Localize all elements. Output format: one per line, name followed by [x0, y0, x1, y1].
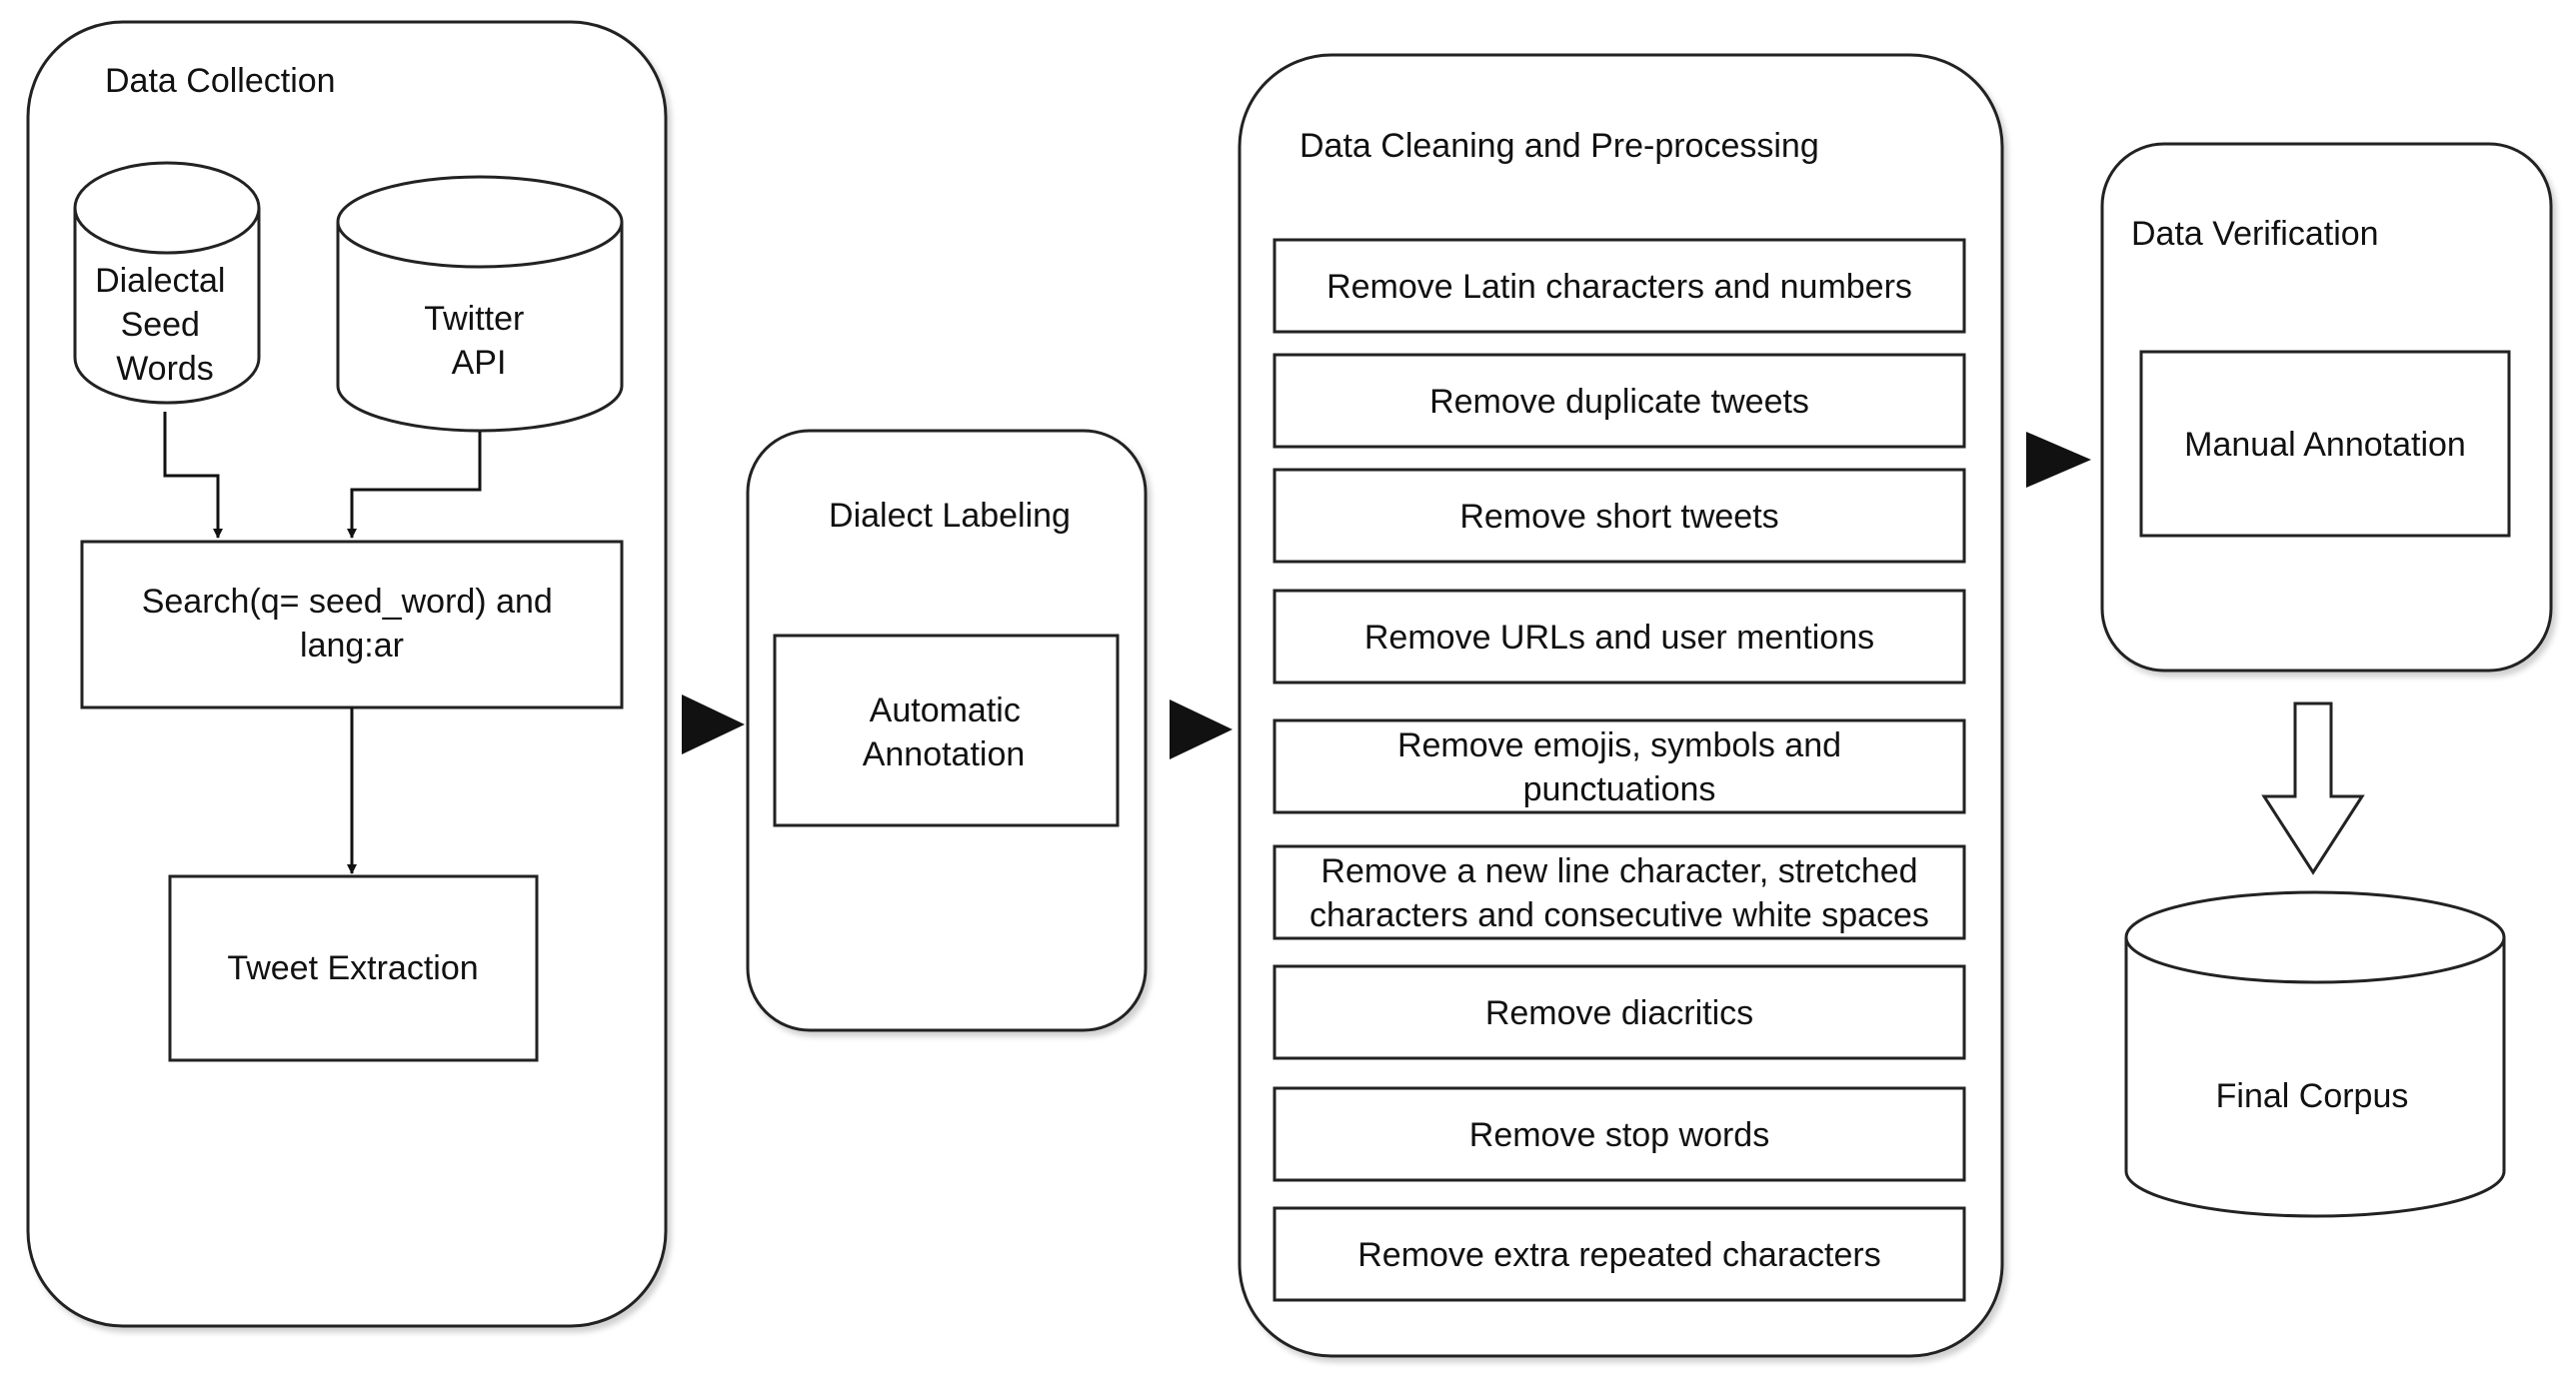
manual-annotation-box — [2139, 350, 2511, 538]
cleaning-step-box — [1273, 589, 1966, 685]
svg-text:Automatic Annotation: Automatic Annotation — [863, 691, 1031, 773]
cleaning-step-box — [1273, 964, 1966, 1060]
cleaning-step-box — [1273, 468, 1966, 564]
hollow-down-arrow — [2261, 701, 2365, 875]
cleaning-step-label: Remove diacritics — [1485, 994, 1753, 1032]
twitter-api-database-icon: Twitter API — [336, 175, 624, 433]
final-corpus-label: Final Corpus — [2216, 1077, 2409, 1115]
automatic-annotation-line-2: Annotation — [863, 735, 1026, 773]
cleaning-step-line: Remove a new line character, stretched — [1320, 852, 1917, 890]
manual-annotation-label: Manual Annotation — [2184, 426, 2466, 464]
stage-arrow-labeling-to-cleaning — [1170, 699, 1233, 759]
cleaning-step-label: Remove extra repeated characters — [1357, 1236, 1880, 1274]
cleaning-step-label: Remove URLs and user mentions — [1364, 619, 1874, 657]
cleaning-step-box — [1273, 353, 1966, 449]
cleaning-step-label: Remove emojis, symbols and punctuations — [1397, 726, 1841, 808]
twitter-api-label-line-1: Twitter — [424, 300, 524, 338]
seed-words-database-icon: Dialectal Seed Words — [73, 161, 261, 405]
cleaning-step-box — [1273, 718, 1966, 814]
cleaning-step-line: Remove stop words — [1469, 1116, 1769, 1154]
tweet-extraction-label: Tweet Extraction — [227, 949, 478, 987]
data-collection-title: Data Collection — [105, 62, 336, 100]
final-corpus-database-icon: Final Corpus — [2124, 890, 2506, 1218]
seed-words-label-line-3: Words — [116, 350, 214, 388]
cleaning-step-line: Remove short tweets — [1459, 498, 1778, 536]
svg-text:Search(q= seed_word) and l: Search(q= seed_word) and lang:ar — [142, 583, 563, 665]
automatic-annotation-line-1: Automatic — [870, 691, 1021, 729]
search-query-line-2: lang:ar — [300, 627, 404, 665]
cleaning-steps-list: Remove Latin characters and numbersRemov… — [1273, 238, 1966, 1302]
automatic-annotation-box — [773, 634, 1120, 827]
cleaning-step-label: Remove stop words — [1469, 1116, 1769, 1154]
seed-words-label-line-1: Dialectal — [95, 262, 225, 300]
twitter-api-label-line-2: API — [452, 344, 507, 382]
seed-to-search-connector — [163, 412, 223, 539]
cleaning-step-label: Remove duplicate tweets — [1429, 383, 1809, 421]
data-cleaning-title: Data Cleaning and Pre-processing — [1299, 127, 1819, 165]
tweet-extraction-box — [168, 874, 539, 1062]
data-verification-title: Data Verification — [2131, 215, 2379, 253]
cleaning-step-line: Remove Latin characters and numbers — [1326, 268, 1912, 306]
stage-arrow-collection-to-labeling — [682, 694, 745, 754]
search-query-box — [80, 540, 624, 709]
seed-words-label-line-2: Seed — [121, 306, 200, 344]
dialect-labeling-title: Dialect Labeling — [829, 497, 1071, 535]
cleaning-step-box — [1273, 1086, 1966, 1182]
cleaning-step-box — [1273, 238, 1966, 334]
stage-arrow-cleaning-to-verification — [2026, 432, 2091, 488]
cleaning-step-line: punctuations — [1523, 770, 1716, 808]
cleaning-step-line: Remove emojis, symbols and — [1397, 726, 1841, 764]
svg-text:Dialectal Seed Wor: Dialectal Seed Words — [95, 262, 235, 388]
cleaning-step-label: Remove a new line character, stretched ch… — [1309, 852, 1929, 934]
cleaning-step-label: Remove Latin characters and numbers — [1326, 268, 1912, 306]
cleaning-step-box — [1273, 844, 1966, 940]
cleaning-step-line: Remove URLs and user mentions — [1364, 619, 1874, 657]
cleaning-step-label: Remove short tweets — [1459, 498, 1778, 536]
cleaning-step-line: characters and consecutive white spaces — [1309, 896, 1929, 934]
cleaning-step-line: Remove extra repeated characters — [1357, 1236, 1880, 1274]
cleaning-step-line: Remove diacritics — [1485, 994, 1753, 1032]
cleaning-step-box — [1273, 1206, 1966, 1302]
api-to-search-connector — [347, 432, 482, 539]
cleaning-step-line: Remove duplicate tweets — [1429, 383, 1809, 421]
svg-text:Twitter API: Twitter API — [424, 300, 534, 382]
search-query-line-1: Search(q= seed_word) and — [142, 583, 553, 621]
